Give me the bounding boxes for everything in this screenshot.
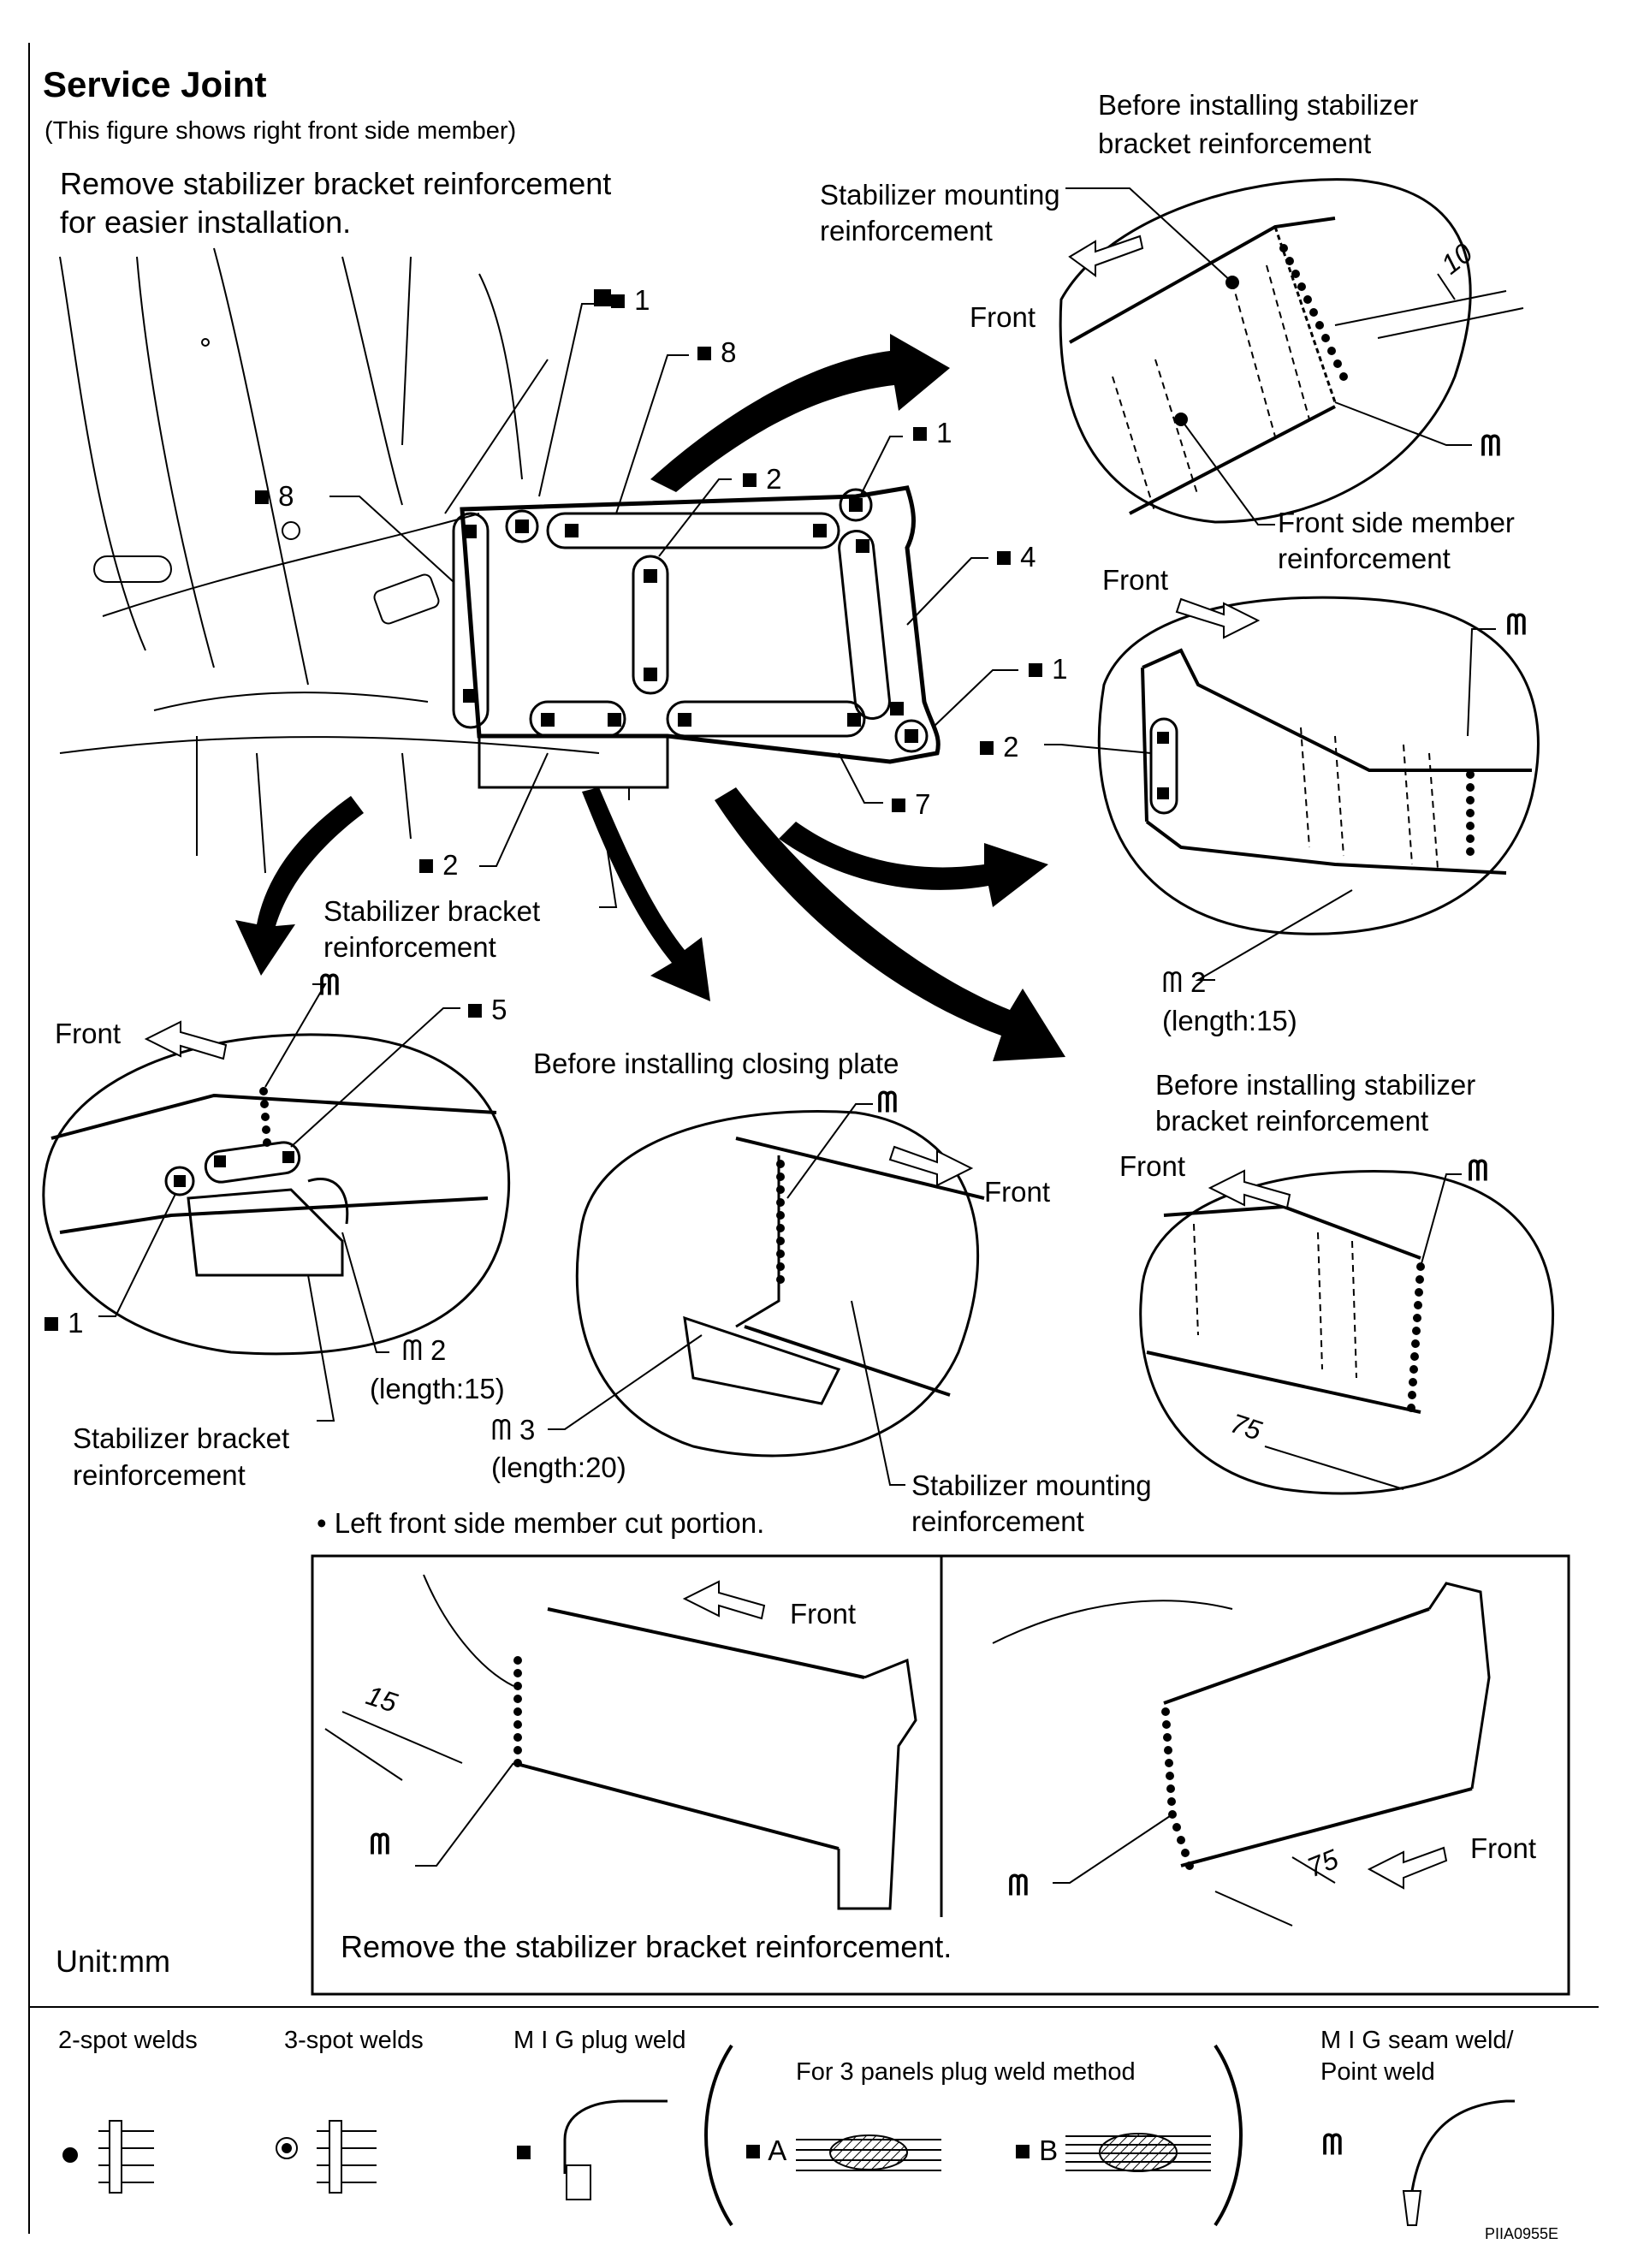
legend-symbols [62,2044,1515,2227]
len15-rm: (length:15) [1162,1005,1297,1036]
main-view [59,247,1018,908]
label-left-cut: • Left front side member cut portion. [317,1507,765,1539]
legend-method-b: ■ B [1014,2134,1059,2166]
mig-symbol-tr: ᗰ [1481,430,1501,461]
cut-view-right [992,1582,1491,1927]
label-front-tr: Front [970,301,1036,333]
label-unit: Unit:mm [56,1944,170,1979]
mig3-cm: ᗰ 3 [491,1414,536,1446]
callout-7: ■ 7 [890,788,931,820]
label-stab-mount-2: reinforcement [820,215,993,246]
label-before-bracket-1: Before installing stabilizer [1098,89,1419,121]
plate-weld-points [463,498,918,743]
flow-arrows [235,334,1065,1061]
cut-view-left [324,1574,917,1910]
legend-three-spot: 3-spot welds [284,2027,424,2054]
label-stab-bracket-lm-1: Stabilizer bracket [73,1422,290,1454]
inset-right-middle [1044,596,1540,981]
inset-top-right [1059,178,1524,525]
instruction-line-2: for easier installation. [60,205,352,240]
seam-weld-lm [174,1087,294,1187]
instruction-line-1: Remove stabilizer bracket reinforcement [60,166,612,201]
seam-weld-box-l [513,1656,522,1767]
callout-squares [594,289,611,306]
label-before-bracket-2: bracket reinforcement [1098,128,1372,159]
callout-1-right: ■ 1 [911,417,952,448]
mig-symbol-box-l: ᗰ [370,1828,390,1860]
label-before-bracket-rl-2: bracket reinforcement [1155,1105,1429,1137]
label-stab-mount-1: Stabilizer mounting [820,179,1060,211]
seam-weld-tr [1279,244,1348,381]
label-before-bracket-rl-1: Before installing stabilizer [1155,1069,1476,1101]
label-front-box-r: Front [1470,1832,1537,1864]
label-before-closing: Before installing closing plate [533,1048,899,1079]
legend-seam-2: Point weld [1320,2058,1435,2086]
callout-8-left: ■ 8 [253,480,294,512]
callout-1-top: ■ 1 [609,284,650,316]
len15-lm: (length:15) [370,1373,505,1404]
callout-8-top: ■ 8 [696,336,737,368]
callout-5: ■ 5 [466,994,507,1025]
seam-weld-cm [776,1160,785,1284]
callout-1-lower: ■ 1 [1027,653,1068,685]
label-fsm-reinf-2: reinforcement [1278,543,1451,574]
label-fsm-reinf-1: Front side member [1278,507,1515,538]
legend-seam-1: M I G seam weld/ [1320,2027,1514,2054]
figure-code: PIIA0955E [1485,2225,1559,2242]
seam-weld-box-r [1161,1707,1194,1870]
legend-two-spot: 2-spot welds [58,2027,198,2054]
label-front-rm: Front [1102,564,1169,596]
label-remove-note: Remove the stabilizer bracket reinforcem… [341,1929,952,1964]
mig-symbol-box-r: ᗰ [1008,1869,1029,1901]
legend-method-a: ■ A [745,2134,787,2166]
legend-seam-symbol: ᗰ [1322,2128,1343,2160]
label-front-lm: Front [55,1018,122,1049]
inset-center-middle [548,1103,985,1486]
label-front-cm: Front [984,1176,1051,1208]
callout-2-center: ■ 2 [741,463,782,495]
inset-left-middle [42,983,511,1422]
label-stab-bracket-lm-2: reinforcement [73,1459,246,1491]
page-title: Service Joint [43,64,267,104]
legend-mig-plug: M I G plug weld [513,2027,686,2054]
seam-weld-rm [1157,732,1475,856]
callout-2-rm: ■ 2 [978,731,1019,763]
label-front-box-l: Front [790,1598,857,1630]
callout-1-lm: ■ 1 [43,1307,84,1339]
mig-symbol-rl: ᗰ [1468,1155,1488,1186]
label-stab-bracket-2: reinforcement [323,931,496,963]
mig2-rm: ᗰ 2 [1162,966,1207,998]
page-subtitle: (This figure shows right front side memb… [45,117,517,145]
len20-cm: (length:20) [491,1452,626,1483]
callout-4: ■ 4 [995,541,1036,573]
label-stab-bracket-1: Stabilizer bracket [323,895,541,927]
legend-plug-symbol: ■ [515,2135,532,2167]
mig-symbol-lm: ᗰ [319,969,340,1000]
mig-symbol-rm: ᗰ [1506,609,1527,640]
seam-weld-rl [1407,1262,1425,1412]
label-stab-mount-cm-2: reinforcement [911,1505,1084,1537]
callout-2-bottom: ■ 2 [418,849,459,881]
inset-right-lower [1139,1169,1555,1495]
legend-three-panels: For 3 panels plug weld method [796,2058,1136,2086]
mig-symbol-cm: ᗰ [877,1086,898,1118]
mig2-lm: ᗰ 2 [402,1334,447,1366]
label-front-rl: Front [1119,1150,1186,1182]
label-stab-mount-cm-1: Stabilizer mounting [911,1469,1152,1501]
